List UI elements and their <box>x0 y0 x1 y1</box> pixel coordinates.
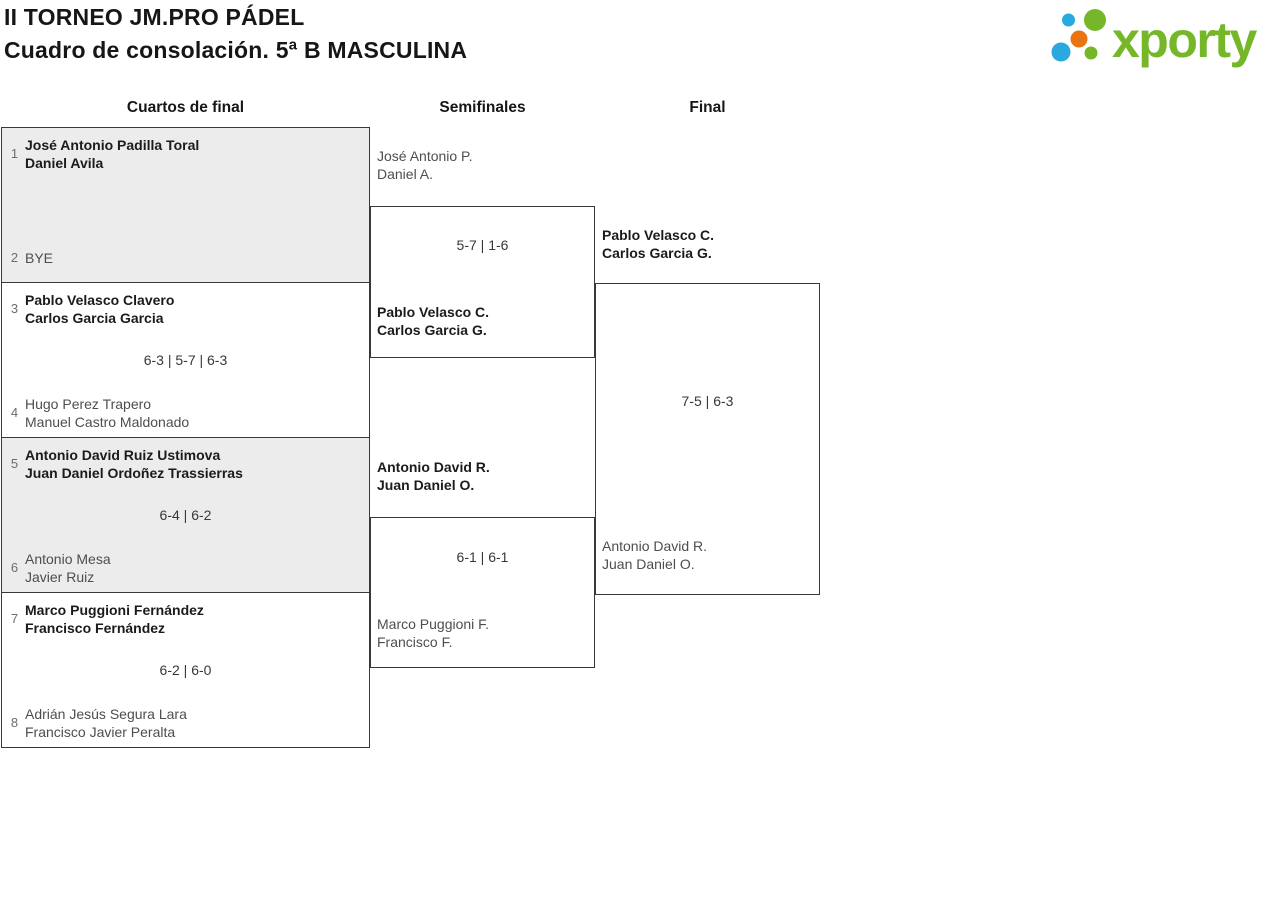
seed-number: 4 <box>10 405 19 420</box>
seed-number: 2 <box>10 250 19 265</box>
team-names: BYE <box>25 250 54 266</box>
sf2-score: 6-1 | 6-1 <box>456 549 509 565</box>
seed-number: 7 <box>10 611 19 626</box>
round-header-final: Final <box>689 99 726 116</box>
bracket-subtitle: Cuadro de consolación. 5ª B MASCULINA <box>4 37 468 63</box>
team-row: 8 Adrián Jesús Segura Lara Francisco Jav… <box>4 703 365 743</box>
seed-number: 5 <box>10 456 19 471</box>
seed-number: 6 <box>10 560 19 575</box>
sf1-team-a: José Antonio P. Daniel A. <box>377 148 473 182</box>
seed-number: 3 <box>10 301 19 316</box>
team-row: 5 Antonio David Ruiz Ustimova Juan Danie… <box>4 444 365 484</box>
qf-match-2: 3 Pablo Velasco Clavero Carlos Garcia Ga… <box>1 282 370 438</box>
team-row: 3 Pablo Velasco Clavero Carlos Garcia Ga… <box>4 289 365 329</box>
qf-match-4: 7 Marco Puggioni Fernández Francisco Fer… <box>1 592 370 748</box>
sf-match-1-box <box>370 206 595 358</box>
team-names: Hugo Perez Trapero Manuel Castro Maldona… <box>25 396 190 430</box>
team-names: Adrián Jesús Segura Lara Francisco Javie… <box>25 706 187 740</box>
sf2-team-b: Marco Puggioni F. Francisco F. <box>377 616 490 650</box>
xporty-logo[interactable]: xporty <box>1048 5 1257 75</box>
round-header-quarterfinals: Cuartos de final <box>126 99 245 116</box>
final-team-b: Antonio David R. Juan Daniel O. <box>602 538 708 572</box>
qf-match-3: 5 Antonio David Ruiz Ustimova Juan Danie… <box>1 437 370 593</box>
seed-number: 8 <box>10 715 19 730</box>
team-row: 6 Antonio Mesa Javier Ruiz <box>4 548 365 588</box>
final-team-a: Pablo Velasco C. Carlos Garcia G. <box>602 227 715 261</box>
final-score: 7-5 | 6-3 <box>681 393 734 409</box>
xporty-dots-icon <box>1051 9 1106 62</box>
team-names: Pablo Velasco Clavero Carlos Garcia Garc… <box>25 292 175 326</box>
team-row: 4 Hugo Perez Trapero Manuel Castro Maldo… <box>4 393 365 433</box>
round-header-semifinals: Semifinales <box>439 99 526 116</box>
sf1-team-b: Pablo Velasco C. Carlos Garcia G. <box>377 304 490 338</box>
tournament-name: II TORNEO JM.PRO PÁDEL <box>4 4 305 30</box>
final-match-box <box>595 283 820 595</box>
team-row: 2 BYE <box>4 238 365 278</box>
team-names: Antonio David Ruiz Ustimova Juan Daniel … <box>25 447 243 481</box>
sf1-score: 5-7 | 1-6 <box>456 237 509 253</box>
page-title: II TORNEO JM.PRO PÁDEL Cuadro de consola… <box>4 1 467 67</box>
match-score: 6-2 | 6-0 <box>159 662 212 678</box>
seed-number: 1 <box>10 146 19 161</box>
team-row: 7 Marco Puggioni Fernández Francisco Fer… <box>4 599 365 639</box>
team-names: Marco Puggioni Fernández Francisco Ferná… <box>25 602 204 636</box>
qf-match-1: 1 José Antonio Padilla Toral Daniel Avil… <box>1 127 370 283</box>
team-names: José Antonio Padilla Toral Daniel Avila <box>25 137 200 171</box>
team-names: Antonio Mesa Javier Ruiz <box>25 551 111 585</box>
match-score: 6-4 | 6-2 <box>159 507 212 523</box>
team-row: 1 José Antonio Padilla Toral Daniel Avil… <box>4 134 365 174</box>
match-score: 6-3 | 5-7 | 6-3 <box>143 352 228 368</box>
sf2-team-a: Antonio David R. Juan Daniel O. <box>377 459 490 493</box>
sf-match-2-box <box>370 517 595 668</box>
xporty-wordmark: xporty <box>1112 12 1257 68</box>
